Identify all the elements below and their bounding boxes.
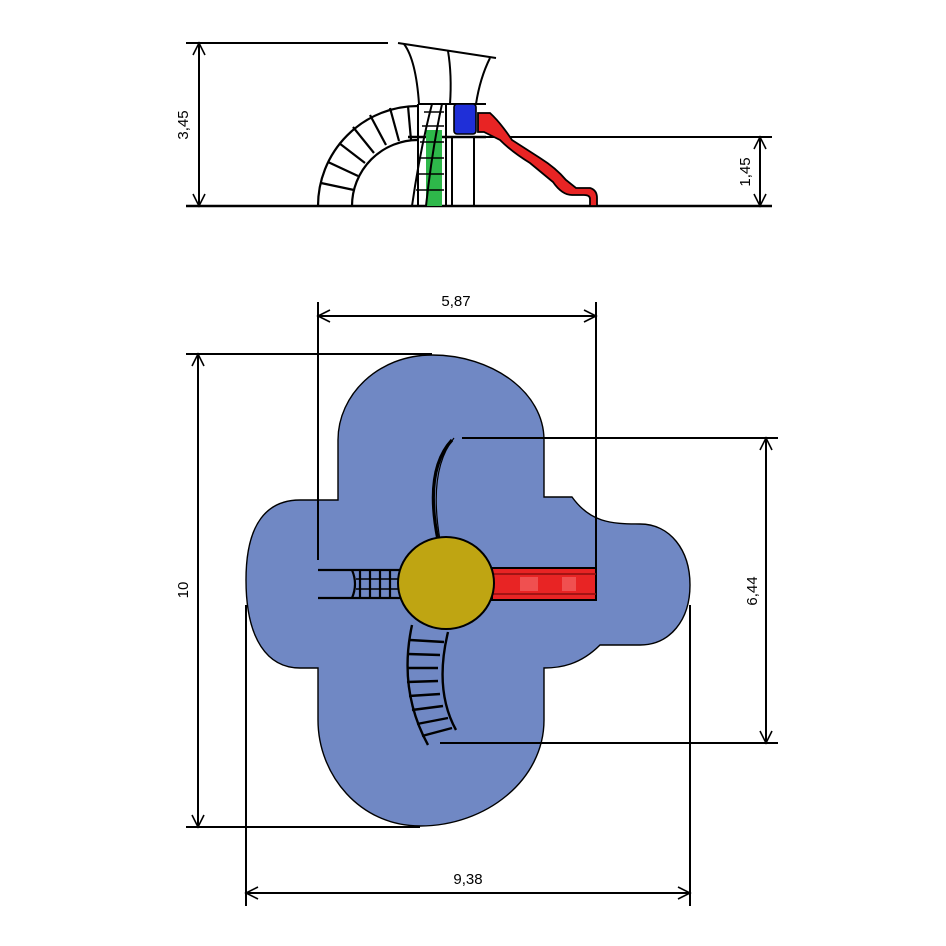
central-platform bbox=[397, 536, 495, 630]
dim-platform-height-label: 1,45 bbox=[737, 157, 754, 186]
dim-width-tower-label: 5,87 bbox=[441, 293, 470, 310]
roof-canopy bbox=[397, 42, 497, 105]
arc-climber-top-edge bbox=[435, 437, 455, 541]
dim-structure-length-label: 6,44 bbox=[744, 576, 761, 605]
dim-total-height-label: 3,45 bbox=[175, 110, 192, 139]
tower-posts bbox=[408, 104, 486, 206]
top-view bbox=[186, 302, 778, 906]
curved-ladder-top bbox=[406, 624, 458, 746]
climbing-net bbox=[411, 103, 444, 207]
curved-ladder-side bbox=[316, 104, 419, 207]
dim-overall-width-label: 9,38 bbox=[453, 871, 482, 888]
slide-side bbox=[477, 112, 598, 207]
arc-climber-top bbox=[431, 438, 454, 541]
roof-panel bbox=[453, 103, 477, 135]
slide-top bbox=[491, 567, 597, 601]
side-view bbox=[186, 41, 772, 208]
dim-overall-length-label: 10 bbox=[175, 582, 192, 599]
top-view-dimensions bbox=[186, 302, 778, 906]
dim-platform-height bbox=[753, 135, 767, 208]
straight-ladder-top bbox=[318, 568, 402, 600]
dim-total-height bbox=[192, 41, 206, 208]
